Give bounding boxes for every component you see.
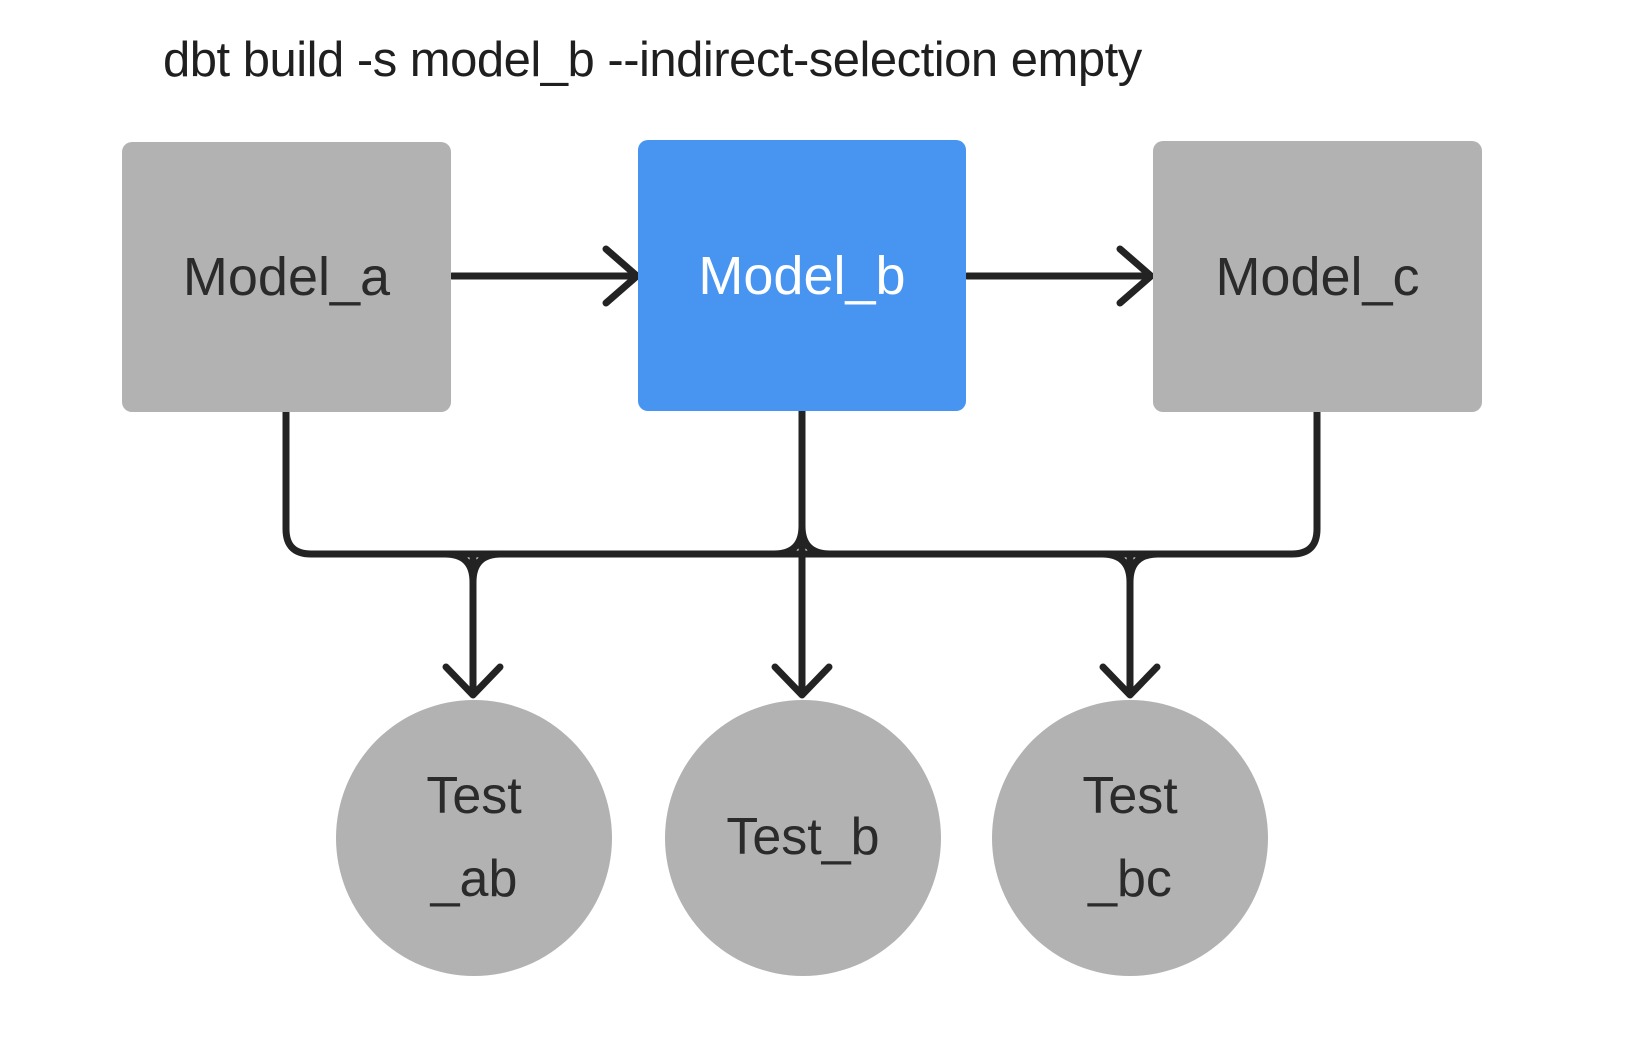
node-model-c: Model_c (1153, 141, 1482, 412)
edge-branch-test-ab-fillet-left (441, 550, 477, 586)
node-test-ab: Test _ab (336, 700, 612, 976)
node-model-c-label: Model_c (1215, 246, 1420, 307)
node-test-ab-label-line1: Test (426, 766, 522, 825)
node-test-ab-label-line2: _ab (430, 850, 518, 908)
edge-branch-test-ab-fillet-right (469, 550, 505, 586)
edge-model-b-to-model-c-arrowhead (1116, 245, 1155, 307)
node-test-bc-label-line2: _bc (1088, 850, 1172, 908)
node-model-b: Model_b (638, 140, 966, 411)
edge-test-b-arrowhead (771, 663, 833, 699)
edge-branch-test-bc-fillet-left (1098, 550, 1134, 586)
edge-test-ab-arrowhead (442, 663, 504, 699)
node-test-b-label-line1: Test_b (726, 808, 880, 867)
diagram-title: dbt build -s model_b --indirect-selectio… (163, 33, 1142, 87)
node-test-bc: Test _bc (992, 700, 1268, 976)
edge-bus (282, 408, 1321, 558)
edge-model-a-to-model-b-arrowhead (602, 245, 641, 307)
edge-model-b-junction-fillet-left (770, 522, 806, 558)
node-model-a-label: Model_a (182, 247, 391, 307)
node-model-b-label: Model_b (698, 245, 906, 306)
node-model-a: Model_a (122, 142, 451, 412)
node-test-bc-label-line1: Test (1082, 766, 1178, 825)
edge-model-b-junction-fillet-right (798, 522, 834, 558)
edge-test-bc-arrowhead (1099, 663, 1161, 699)
edge-branch-test-bc-fillet-right (1126, 550, 1162, 586)
node-test-b: Test_b (665, 700, 941, 976)
